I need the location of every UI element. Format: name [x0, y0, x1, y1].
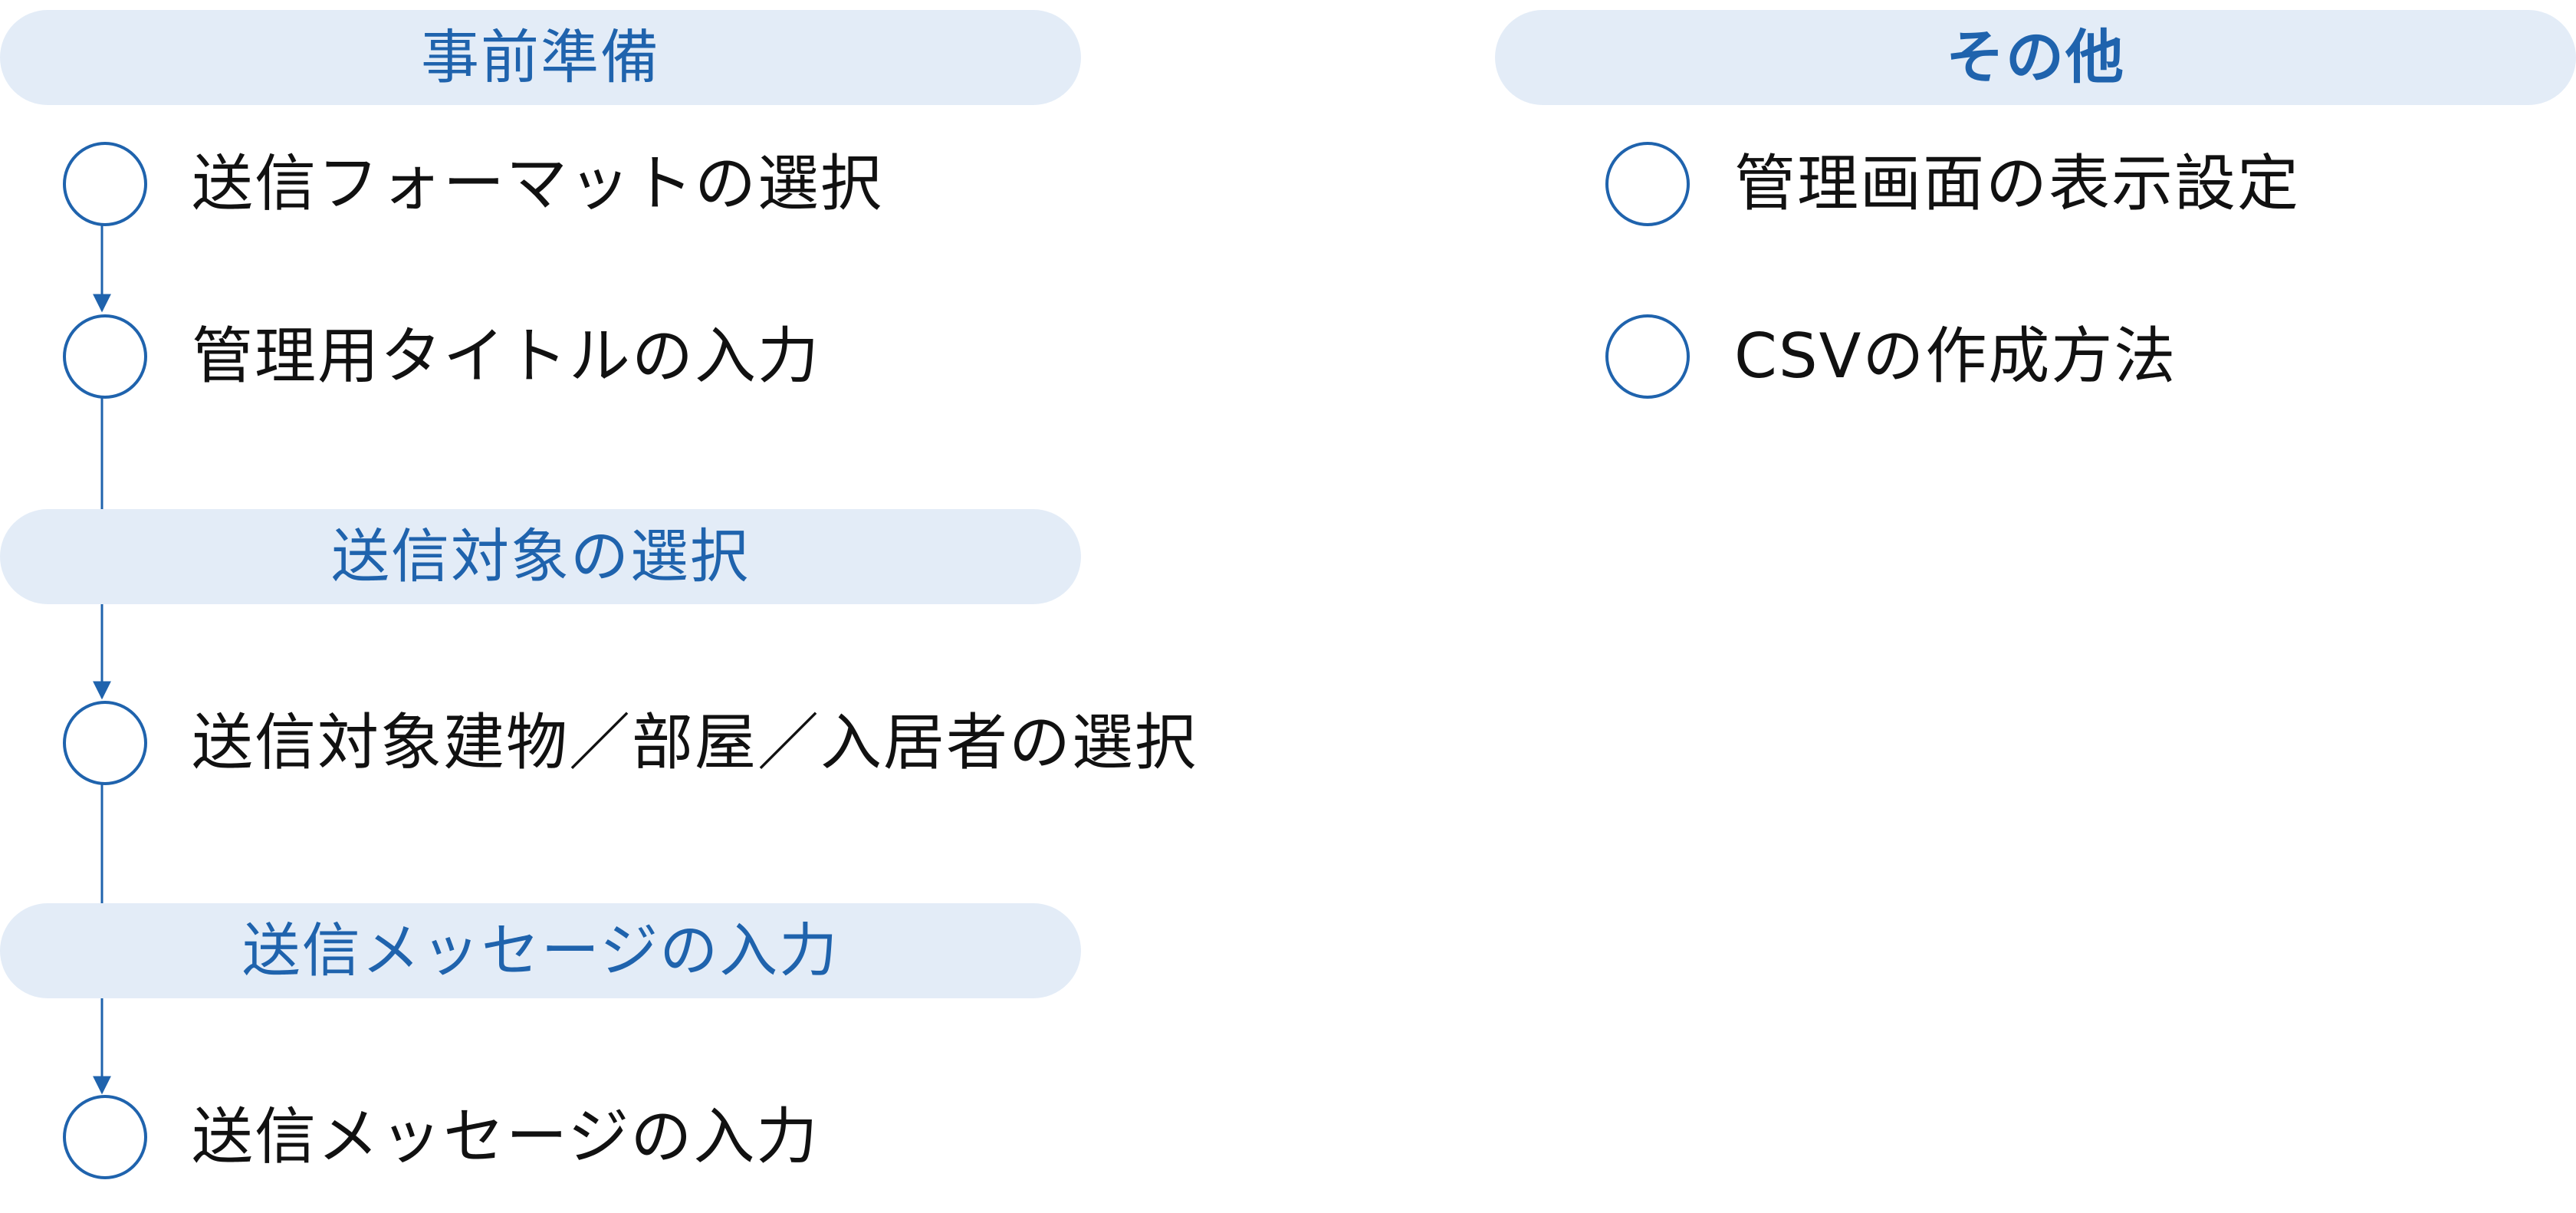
step-circle-icon: [63, 701, 147, 785]
step-circle-icon: [63, 314, 147, 399]
step-label: 送信対象建物／部屋／入居者の選択: [192, 707, 1198, 778]
section-header-message-input: 送信メッセージの入力: [0, 903, 1081, 998]
item-circle-icon: [1605, 142, 1690, 226]
item-label: 管理画面の表示設定: [1734, 148, 2300, 219]
step-label: 管理用タイトルの入力: [192, 321, 820, 392]
step-label: 送信フォーマットの選択: [192, 148, 883, 219]
section-header-preparation: 事前準備: [0, 10, 1081, 105]
step-circle-icon: [63, 142, 147, 226]
section-header-other: その他: [1495, 10, 2576, 105]
step-label: 送信メッセージの入力: [192, 1101, 820, 1172]
section-header-target-selection: 送信対象の選択: [0, 509, 1081, 604]
step-circle-icon: [63, 1095, 147, 1179]
item-label: CSVの作成方法: [1734, 321, 2177, 392]
item-circle-icon: [1605, 314, 1690, 399]
